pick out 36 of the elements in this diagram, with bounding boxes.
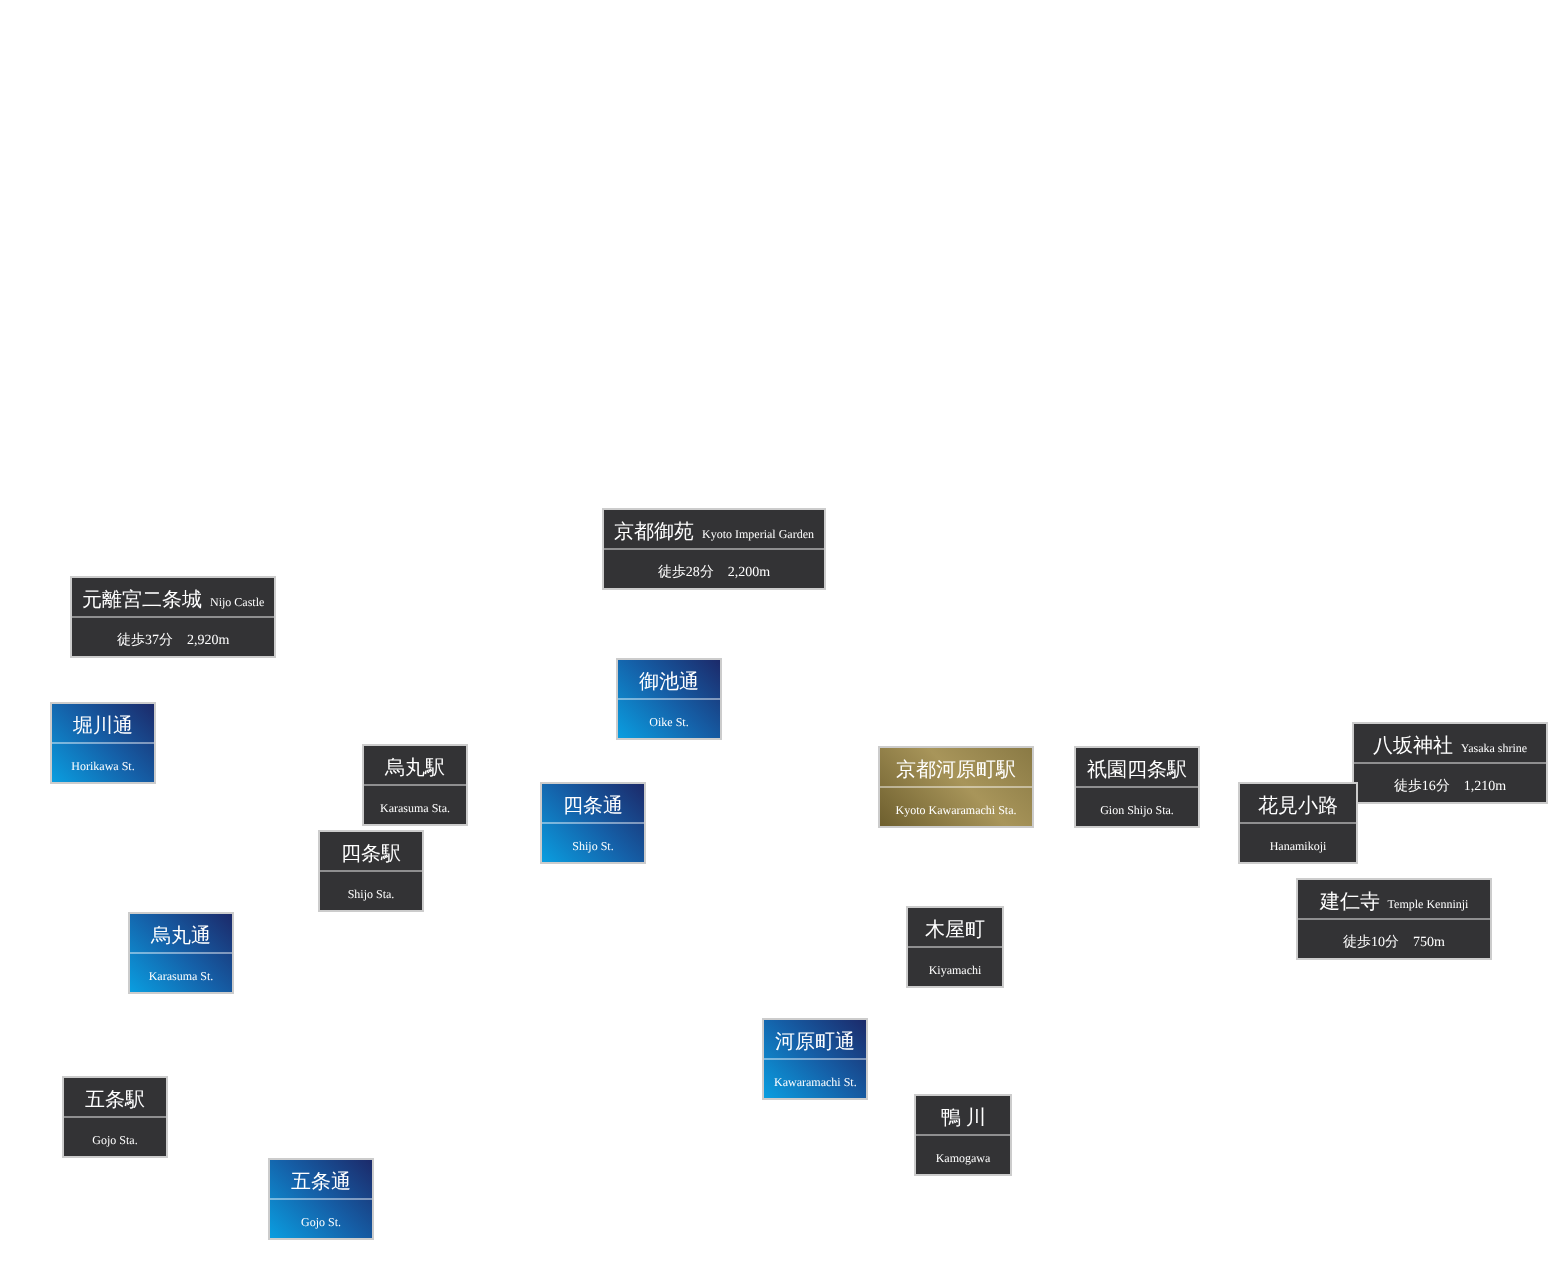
street-label-plate <box>130 914 232 992</box>
place-label-plate <box>364 746 466 824</box>
place-name: 祇園四条駅 <box>1087 760 1187 782</box>
street-label-plate <box>542 784 644 862</box>
place-name: 御池通 <box>639 672 699 694</box>
place-label-plate <box>1240 784 1356 862</box>
place-name: 木屋町 <box>925 920 985 942</box>
place-name: 烏丸駅 <box>385 758 445 780</box>
street-label-plate <box>618 660 720 738</box>
place-name: 五条駅 <box>85 1090 145 1112</box>
place-name: 元離宮二条城 <box>82 590 202 612</box>
place-label-plate <box>72 578 275 656</box>
place-name: 五条通 <box>291 1172 351 1194</box>
place-name: 八坂神社 <box>1372 736 1453 758</box>
place-name: 花見小路 <box>1258 796 1338 818</box>
place-name: 建仁寺 <box>1319 892 1380 914</box>
place-name: 烏丸通 <box>151 926 211 948</box>
street-label-plate <box>52 704 154 782</box>
place-label-plate <box>880 748 1032 826</box>
street-label-plate <box>764 1020 867 1098</box>
street-label-plate <box>270 1160 372 1238</box>
place-name: 京都河原町駅 <box>896 760 1016 782</box>
place-name: 鴨 川 <box>940 1108 986 1130</box>
place-label-plate <box>908 908 1002 986</box>
place-name: 京都御苑 <box>614 522 694 544</box>
place-label-plate <box>916 1096 1010 1174</box>
place-label-plate <box>1298 880 1490 958</box>
place-name: 河原町通 <box>775 1032 856 1054</box>
place-label-plate <box>1076 748 1198 826</box>
place-label-plate <box>604 510 824 588</box>
place-name: 堀川通 <box>73 716 133 738</box>
place-label-plate <box>64 1078 166 1156</box>
place-label-plate <box>320 832 422 910</box>
place-name: 四条駅 <box>341 844 401 866</box>
place-name: 四条通 <box>563 796 623 818</box>
place-label-plate <box>1354 724 1546 802</box>
